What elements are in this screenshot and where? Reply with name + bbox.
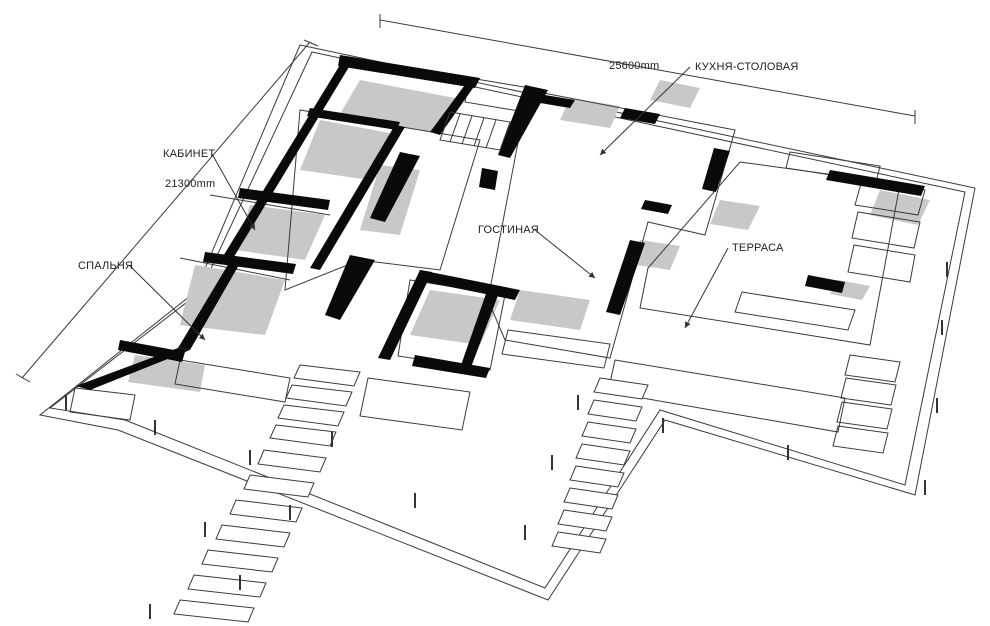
label-bedroom: СПАЛЬНЯ [78,260,134,272]
label-office: КАБИНЕТ [163,148,216,160]
entry-stairs-middle [551,377,649,554]
site-outline [38,44,976,601]
dimension-length: 25600mm [609,60,660,72]
bollards [65,262,948,619]
dimension-width: 21300mm [165,178,216,190]
label-terrace: ТЕРРАСА [732,242,784,254]
wall-tops [76,55,925,390]
dimension-lines [15,14,916,383]
shadows [128,80,930,392]
entry-stairs-left [173,364,361,623]
label-leaders [129,66,729,341]
label-living-room: ГОСТИНАЯ [478,224,539,236]
interior-stairs [439,111,511,151]
label-kitchen-dining: КУХНЯ-СТОЛОВАЯ [695,61,799,73]
